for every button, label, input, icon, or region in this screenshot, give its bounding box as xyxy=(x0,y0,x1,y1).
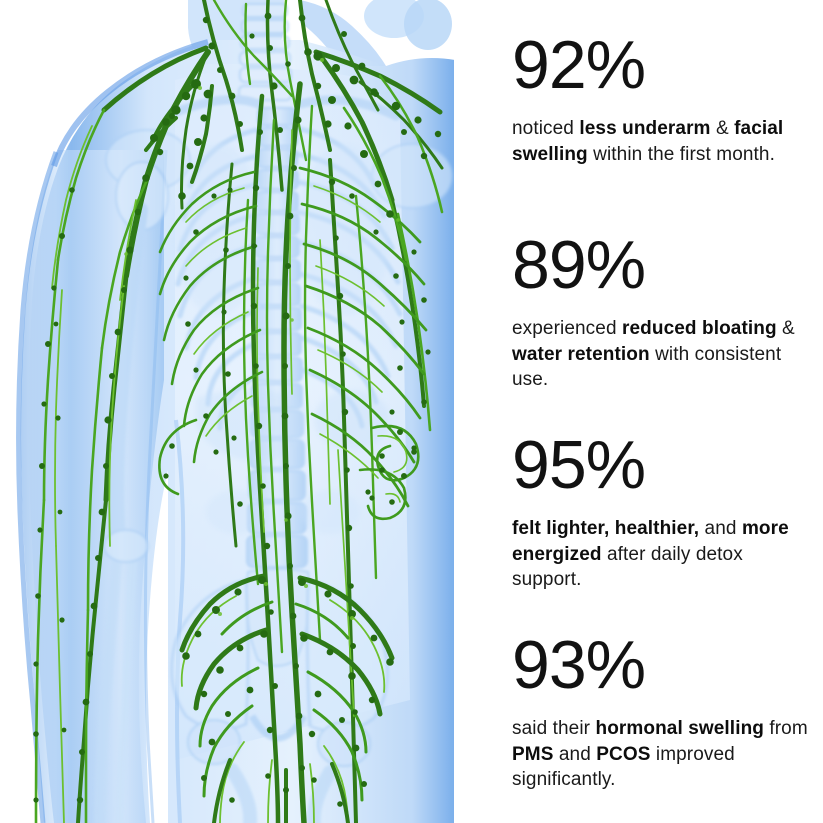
statistics-column: 92% noticed less underarm & facial swell… xyxy=(455,0,823,823)
stat-percent-2: 89% xyxy=(512,227,646,303)
stat-copy-3-seg-1: and xyxy=(699,518,742,539)
stat-block-3: 95% felt lighter, healthier, and more en… xyxy=(512,428,817,593)
stat-copy-4: said their hormonal swelling from PMS an… xyxy=(512,716,817,793)
stat-percent-1: 92% xyxy=(512,27,646,103)
stat-copy-4-seg-1: hormonal swelling xyxy=(595,718,764,739)
stat-copy-1-seg-2: & xyxy=(710,118,735,139)
stat-copy-2-seg-0: experienced xyxy=(512,318,622,339)
illustration-right-edge xyxy=(454,0,455,823)
skeleton-layer xyxy=(94,3,453,823)
stat-copy-1-seg-0: noticed xyxy=(512,118,580,139)
stat-copy-4-seg-0: said their xyxy=(512,718,596,739)
stat-copy-4-seg-3: PMS xyxy=(512,743,554,765)
stat-block-1: 92% noticed less underarm & facial swell… xyxy=(512,28,817,167)
stat-copy-3-seg-2: more energized xyxy=(512,518,789,565)
stat-copy-2-seg-3: water retention xyxy=(512,343,650,365)
lymph-vessels xyxy=(34,0,444,823)
stat-copy-1-seg-1: less underarm xyxy=(579,118,711,139)
stat-copy-3: felt lighter, healthier, and more energi… xyxy=(512,516,817,593)
stat-percent-3: 95% xyxy=(512,427,646,503)
stat-copy-1-seg-3: facial swelling xyxy=(512,118,784,165)
stat-copy-4-seg-2: from xyxy=(763,718,808,739)
stat-copy-1-seg-4: within the first month. xyxy=(587,143,775,165)
stat-copy-2-seg-1: reduced bloating xyxy=(622,318,777,339)
lymph-nodes xyxy=(33,12,442,807)
stat-copy-1: noticed less underarm & facial swelling … xyxy=(512,116,817,167)
stat-copy-2-seg-2: & xyxy=(776,318,795,339)
stat-copy-4-seg-4: and xyxy=(553,743,597,765)
stat-block-4: 93% said their hormonal swelling from PM… xyxy=(512,628,817,793)
stat-copy-4-seg-6: improved significantly. xyxy=(512,743,735,791)
stat-copy-2-seg-4: with consistent use. xyxy=(512,343,782,391)
stat-copy-3-seg-3: after daily detox support. xyxy=(512,543,743,591)
lymph-nodes-highlight xyxy=(124,58,400,620)
stat-copy-3-seg-0: felt lighter, healthier, xyxy=(512,518,700,539)
lymphatic-system-illustration xyxy=(16,0,455,823)
stat-percent-4: 93% xyxy=(512,627,646,703)
lymphatic-anatomy-graphic xyxy=(16,0,455,823)
stat-block-2: 89% experienced reduced bloating & water… xyxy=(512,228,817,393)
stat-copy-2: experienced reduced bloating & water ret… xyxy=(512,316,817,393)
stat-copy-4-seg-5: PCOS xyxy=(596,743,651,765)
